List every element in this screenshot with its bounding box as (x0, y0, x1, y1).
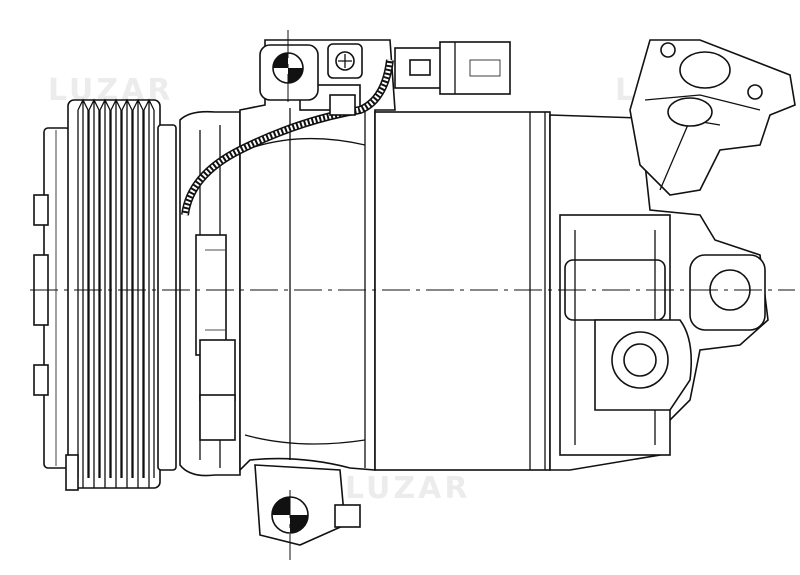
port-icon (623, 343, 657, 377)
front-housing (179, 110, 241, 477)
pipe-fitting (629, 39, 796, 196)
electrical-connector (394, 41, 511, 95)
rear-housing (549, 114, 769, 471)
pulley-groove (77, 98, 89, 488)
clutch-plate (33, 127, 71, 469)
pulley-groove (132, 98, 144, 488)
pulley-groove (121, 98, 133, 488)
main-shell (374, 111, 551, 471)
watermark-text-3: LUZAR (345, 471, 470, 506)
middle-body (239, 39, 396, 472)
pulley-groove (143, 98, 155, 488)
wire-clip (329, 94, 356, 116)
bolt-hole-icon (660, 42, 676, 58)
pulley-groove (99, 98, 111, 488)
pulley (65, 98, 177, 491)
pulley-groove (110, 98, 122, 488)
pulley-groove (88, 98, 100, 488)
mounting-lugs (254, 43, 751, 546)
bolt-hole-icon (747, 84, 763, 100)
